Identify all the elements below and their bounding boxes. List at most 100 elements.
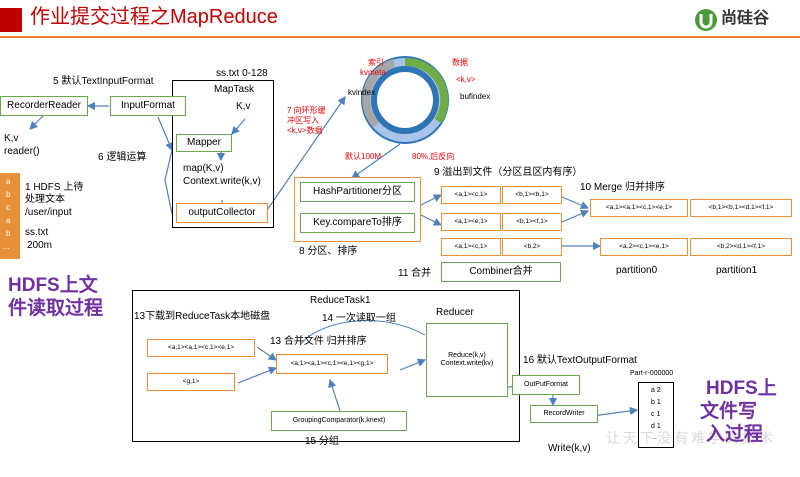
step15-label: 15 分组 [305, 436, 339, 447]
part-line: c 1 [651, 411, 661, 418]
step14-label: 14 一次读取一组 [322, 313, 396, 324]
merged-p0-text: <a,1><a,1><c,1><e,1> [605, 204, 673, 212]
mapper-box: Mapper [176, 134, 232, 152]
file-letter: ... [3, 242, 10, 251]
ring-index-label: 索引 [368, 58, 384, 67]
combined-out-p1: <b,2><d,1><f,1> [690, 238, 792, 256]
combined-in-p1: <b,2> [502, 238, 562, 256]
partition1-label: partition1 [716, 265, 758, 276]
write-call: Write(k,v) [548, 443, 591, 454]
context-write: Context.write(k,v) [183, 176, 261, 187]
file-letter: b [6, 229, 11, 238]
ring-bufindex: bufindex [460, 92, 491, 101]
reducer-label: Reducer [436, 307, 474, 318]
file-letter: c [6, 203, 10, 212]
ring-kvindex: kvindex [348, 88, 376, 97]
ss-txt-range: ss.txt 0-128 [216, 68, 268, 79]
map-call: map(K,v) [183, 163, 224, 174]
watermark: 让天下没有难学的技术 [606, 430, 776, 446]
step9-label: 9 溢出到文件（分区且区内有序） [434, 167, 583, 178]
input-file-strip: a b c a b ... [0, 173, 20, 259]
spill-run2-p1-text: <b,1><f,1> [516, 218, 548, 226]
header-line [0, 36, 800, 38]
step5-label: 5 默认TextInputFormat [53, 76, 154, 87]
step7-line1: 7 向环形缓 [287, 106, 326, 115]
maptask-box [172, 80, 274, 228]
step11-label: 11 合并 [398, 268, 432, 279]
step1-line1: 1 HDFS 上待 [25, 182, 84, 193]
combiner-label: Combiner合并 [469, 266, 533, 278]
step1-line2: 处理文本 [25, 194, 65, 205]
merged-p0: <a,1><a,1><c,1><e,1> [590, 199, 688, 217]
reduce-call: Reduce(k,v) [448, 351, 486, 359]
key-compare-box: Key.compareTo排序 [300, 213, 415, 233]
ring-kvmeta: kvmeta [360, 68, 386, 77]
spill-run1-p0-text: <a,1><c,1> [454, 191, 488, 199]
reader-call: reader() [4, 146, 40, 157]
combined-in-p0: <a,1><c,1> [441, 238, 501, 256]
maptask-label: MapTask [214, 84, 255, 95]
grouping-comparator-label: GroupingComparator(k,knext) [292, 416, 386, 424]
header-accent-bar [0, 8, 22, 32]
partition0-label: partition0 [616, 265, 658, 276]
output-format-label: OutPutFormat [524, 380, 568, 388]
step10-label: 10 Merge 归并排序 [580, 182, 666, 193]
combiner-box: Combiner合并 [441, 262, 561, 282]
part-line: d 1 [651, 423, 661, 430]
step8-label: 8 分区、排序 [299, 246, 358, 257]
reader-kv: K,v [4, 133, 19, 144]
logo-icon [695, 9, 717, 31]
recorder-reader-label: RecorderReader [7, 100, 81, 112]
part-file-box: a 2 b 1 c 1 d 1 ... [638, 382, 674, 448]
ring-spill-ratio: 80%,后反向 [412, 152, 455, 161]
grouping-comparator-box: GroupingComparator(k,knext) [271, 411, 407, 431]
part-line: ... [651, 434, 657, 441]
output-collector-box: outputCollector [176, 203, 268, 223]
download-file-1-text: <a,1><a,1><c,1><e,1> [167, 344, 235, 352]
spill-run2-p0-text: <a,1><e,1> [454, 218, 488, 226]
brand-logo: 尚硅谷 [694, 8, 790, 32]
logo-text: 尚硅谷 [721, 10, 770, 27]
kv-label: K,v [236, 101, 251, 112]
file-size: 200m [27, 240, 53, 251]
part-line: b 1 [651, 399, 661, 406]
mapper-label: Mapper [187, 137, 221, 149]
download-file-2-text: <g,1> [182, 378, 200, 386]
reduce-task-box [132, 290, 520, 442]
spill-run1-p0: <a,1><c,1> [441, 186, 501, 204]
output-format-box: OutPutFormat [512, 375, 580, 395]
hdfs-read-title-1: HDFS上文 [8, 275, 98, 296]
hdfs-write-title-1: HDFS上 [706, 378, 777, 399]
download-file-1: <a,1><a,1><c,1><e,1> [147, 339, 255, 357]
part-line: a 2 [651, 387, 661, 394]
step16-label: 16 默认TextOutputFormat [523, 355, 637, 366]
ring-data-label: 数据 [452, 58, 468, 67]
record-writer-box: RecordWriter [530, 405, 598, 423]
step7-line2: 冲区写入 [287, 116, 319, 125]
merged-file-text: <a,1><a,1><c,1><e,1><g,1> [290, 360, 374, 368]
part-file-name: Part-r-000000 [630, 370, 674, 377]
combined-out-p0: <a,2><c,1><e,1> [600, 238, 688, 256]
page-title: 作业提交过程之MapReduce [30, 6, 278, 28]
record-writer-label: RecordWriter [543, 409, 585, 417]
reduce-context-write: Context.write(kv) [440, 360, 494, 367]
step13-download-label: 13下载到ReduceTask本地磁盘 [134, 311, 271, 322]
ring-kv: <k,v> [456, 75, 476, 84]
hdfs-read-title-2: 件读取过程 [8, 298, 104, 319]
merged-p1: <b,1><b,1><d,1><f,1> [690, 199, 792, 217]
step1-path: /user/input [25, 207, 72, 218]
step6-label: 6 逻辑运算 [98, 152, 147, 163]
input-format-label: InputFormat [121, 100, 175, 112]
spill-run2-p1: <b,1><f,1> [502, 213, 562, 231]
input-format-box: InputFormat [110, 96, 186, 116]
spill-run2-p0: <a,1><e,1> [441, 213, 501, 231]
output-collector-label: outputCollector [188, 207, 256, 219]
reduce-task-label: ReduceTask1 [310, 295, 371, 306]
merged-p1-text: <b,1><b,1><d,1><f,1> [708, 204, 774, 212]
merged-file-box: <a,1><a,1><c,1><e,1><g,1> [276, 354, 388, 374]
combined-out-p1-text: <b,2><d,1><f,1> [716, 243, 766, 251]
hash-partitioner-box: HashPartitioner分区 [300, 182, 415, 202]
step13-merge-label: 13 合并文件 归并排序 [270, 336, 367, 347]
file-letter: a [6, 216, 11, 225]
